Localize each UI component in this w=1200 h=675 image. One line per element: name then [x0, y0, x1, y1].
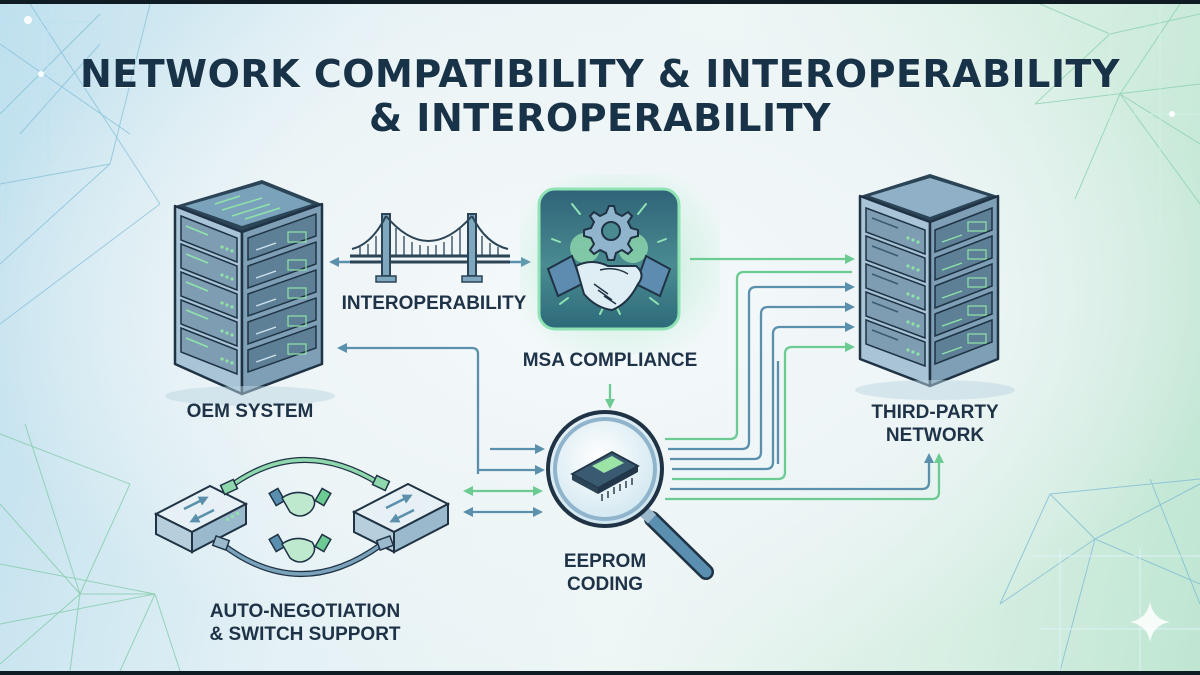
eeprom-chip-icon	[570, 450, 640, 501]
auto-negotiation-label: AUTO-NEGOTIATION & SWITCH SUPPORT	[180, 600, 430, 646]
third-party-network-label: THIRD-PARTY NETWORK	[845, 401, 1025, 447]
background-network-pattern	[0, 4, 1200, 671]
third-party-server-icon	[855, 174, 1015, 400]
msa-compliance-label: MSA COMPLIANCE	[522, 350, 698, 371]
connector-lines	[337, 254, 944, 517]
eeprom-coding-label: EEPROM CODING	[540, 550, 670, 596]
oem-system-label: OEM SYSTEM	[186, 401, 314, 422]
auto-negotiation-label-line-2: & SWITCH SUPPORT	[209, 624, 401, 645]
eeprom-magnifier-icon	[546, 410, 714, 580]
auto-negotiation-label-line-1: AUTO-NEGOTIATION	[209, 601, 401, 622]
interoperability-label: INTEROPERABILITY	[341, 293, 527, 314]
title-line-1: NETWORK COMPATIBILITY & INTEROPERABILITY	[80, 52, 1120, 96]
third-party-label-line-1: THIRD-PARTY	[871, 402, 999, 423]
third-party-label-line-2: NETWORK	[885, 425, 985, 446]
eeprom-label-line-2: CODING	[567, 574, 643, 595]
handshake-icon	[268, 487, 332, 517]
diagram-graphics	[153, 174, 1015, 580]
handshake-icon	[268, 533, 332, 563]
bridge-icon	[350, 213, 510, 283]
title-line-2: & INTEROPERABILITY	[368, 96, 832, 140]
msa-compliance-icon	[520, 174, 720, 354]
oem-server-icon	[165, 180, 335, 406]
infographic-canvas: NETWORK COMPATIBILITY & INTEROPERABILITY…	[0, 4, 1200, 671]
auto-negotiation-switches-icon	[153, 457, 451, 577]
eeprom-label-line-1: EEPROM	[563, 551, 647, 572]
